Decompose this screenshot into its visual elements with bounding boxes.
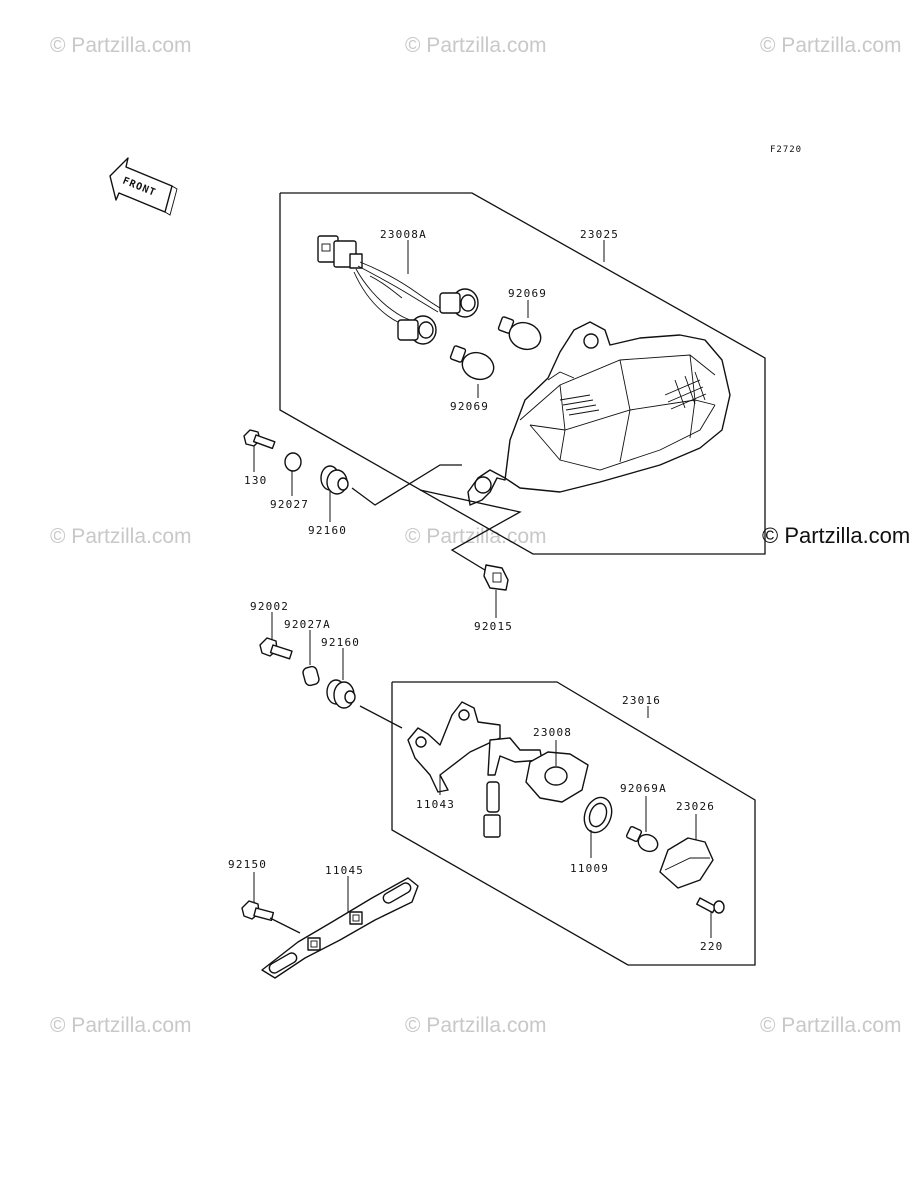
watermark: © Partzilla.com [405,34,547,57]
bulb-92069A [625,825,659,853]
guide-line [359,705,403,729]
bracket-11045 [261,877,419,979]
callout-11045: 11045 [325,864,364,877]
callout-92069: 92069 [508,287,547,300]
collar-92027A [302,665,320,687]
callout-11009: 11009 [570,862,609,875]
collar-92027 [284,452,302,472]
callout-23016: 23016 [622,694,661,707]
grommet-92160-upper [320,465,349,495]
callout-92015: 92015 [474,620,513,633]
watermark: © Partzilla.com [50,525,192,548]
screw-220 [696,897,725,914]
watermark: © Partzilla.com [405,1014,547,1037]
watermark: © Partzilla.com [760,1014,902,1037]
callout-92160: 92160 [308,524,347,537]
callout-130: 130 [244,474,267,487]
bulb-92069-upper [497,316,542,351]
guide-line [269,917,301,934]
callout-23025: 23025 [580,228,619,241]
bracket-11043 [407,701,501,793]
callout-23026: 23026 [676,800,715,813]
callout-92150: 92150 [228,858,267,871]
callout-23008: 23008 [533,726,572,739]
watermark: © Partzilla.com [50,34,192,57]
diagram-code: F2720 [770,145,802,155]
mount-guide-line-lower [419,489,522,579]
callout-23008A: 23008A [380,228,427,241]
grommet-92160-lower [326,679,356,709]
wiring-harness-23008A [317,235,479,345]
mount-guide-line [351,464,462,506]
watermark: © Partzilla.com [760,34,902,57]
lens-hatch [559,371,707,416]
callout-220: 220 [700,940,723,953]
callout-11043: 11043 [416,798,455,811]
bolt-92150 [241,900,275,922]
callout-92027: 92027 [270,498,309,511]
bolt-130 [243,429,276,450]
socket-23008 [483,737,589,838]
assembly-frame-23016 [391,681,756,966]
bulb-92069-lower [449,345,495,381]
callout-92069: 92069 [450,400,489,413]
nut-92015 [483,564,509,591]
leader-lines-lower [253,612,712,938]
leader-lines-upper [253,240,605,618]
callout-labels: 23008A 23025 92069 92069 130 92027 92160… [228,228,723,953]
tail-lamp-housing [467,321,731,506]
callout-92069A: 92069A [620,782,667,795]
callout-92002: 92002 [250,600,289,613]
front-arrow-icon: FRONT [109,157,178,216]
bolt-92002 [259,637,293,660]
lens-23026 [659,837,714,889]
callout-92027A: 92027A [284,618,331,631]
watermarks: © Partzilla.com © Partzilla.com © Partzi… [50,34,910,1037]
gasket-11009 [583,796,613,834]
watermark-dark: © Partzilla.com [762,523,910,548]
assembly-frame-23025 [279,192,766,555]
watermark: © Partzilla.com [50,1014,192,1037]
callout-92160: 92160 [321,636,360,649]
